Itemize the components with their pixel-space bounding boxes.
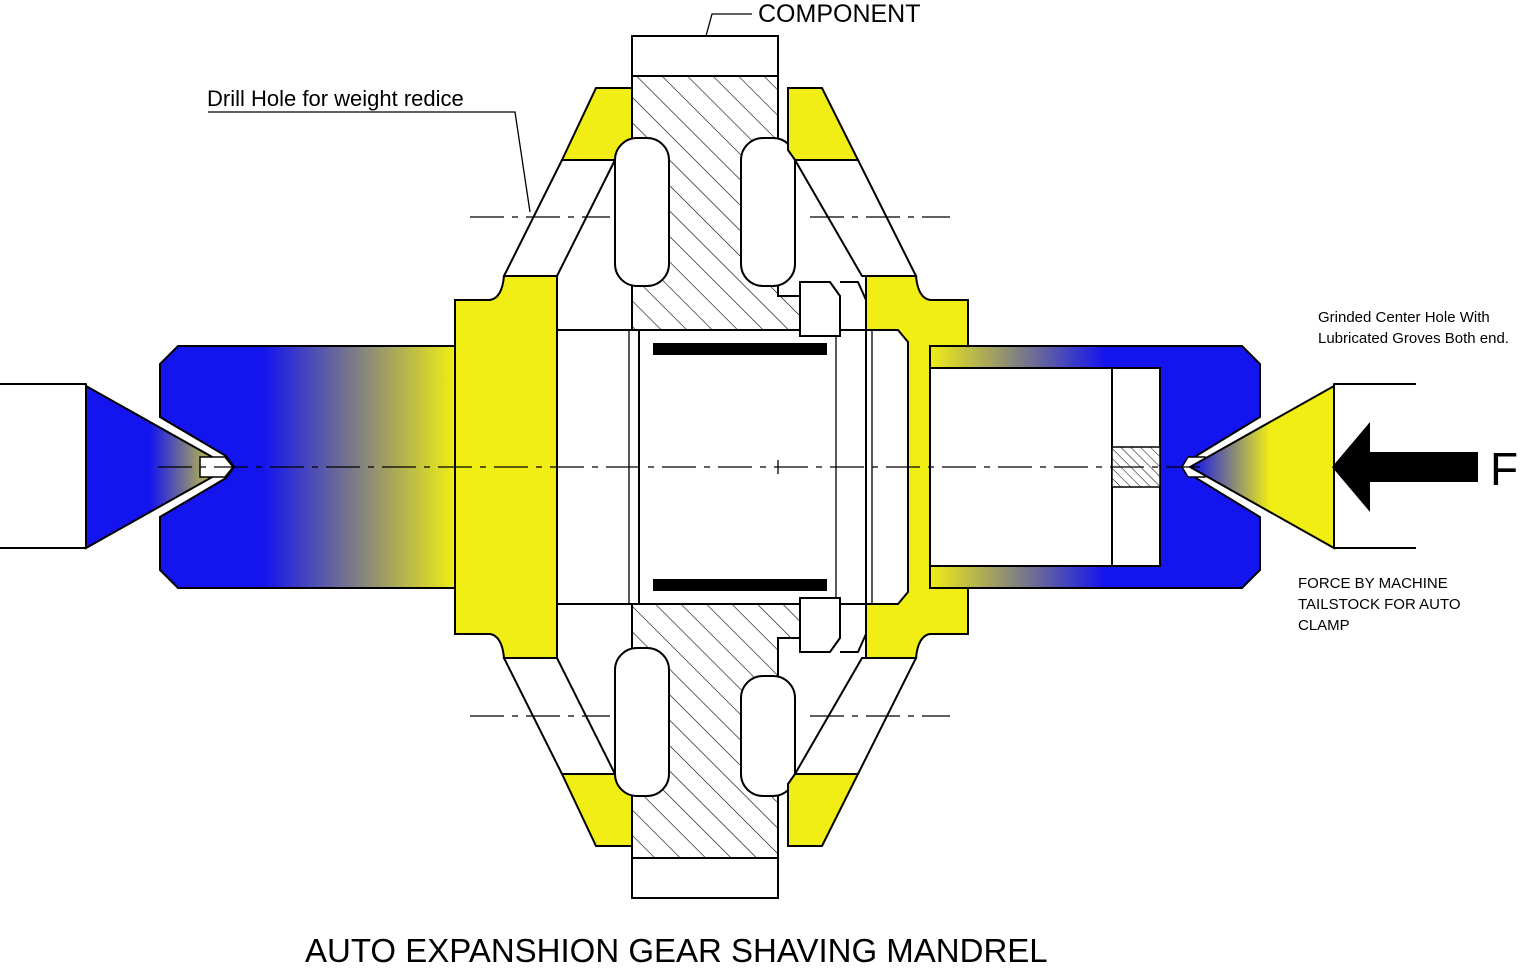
label-component: COMPONENT — [758, 0, 921, 28]
drawing-title: AUTO EXPANSHION GEAR SHAVING MANDREL — [305, 932, 1048, 968]
label-center-hole-2: Lubricated Groves Both end. — [1318, 330, 1509, 347]
right-upper-cone — [787, 87, 918, 277]
center-lines — [158, 216, 1200, 717]
label-force-symbol: F — [1490, 443, 1518, 495]
leader-lines — [208, 13, 752, 213]
label-center-hole-1: Grinded Center Hole With — [1318, 309, 1490, 326]
left-lower-cone — [502, 657, 633, 847]
label-force-1: FORCE BY MACHINE — [1298, 575, 1448, 592]
right-lower-cone — [787, 657, 918, 847]
arrow-left-icon — [1332, 422, 1478, 512]
left-upper-cone — [502, 87, 633, 277]
label-force-2: TAILSTOCK FOR AUTO — [1298, 596, 1461, 613]
label-drill-hole: Drill Hole for weight redice — [207, 86, 464, 111]
label-force-3: CLAMP — [1298, 617, 1350, 634]
drill-holes — [614, 137, 796, 797]
